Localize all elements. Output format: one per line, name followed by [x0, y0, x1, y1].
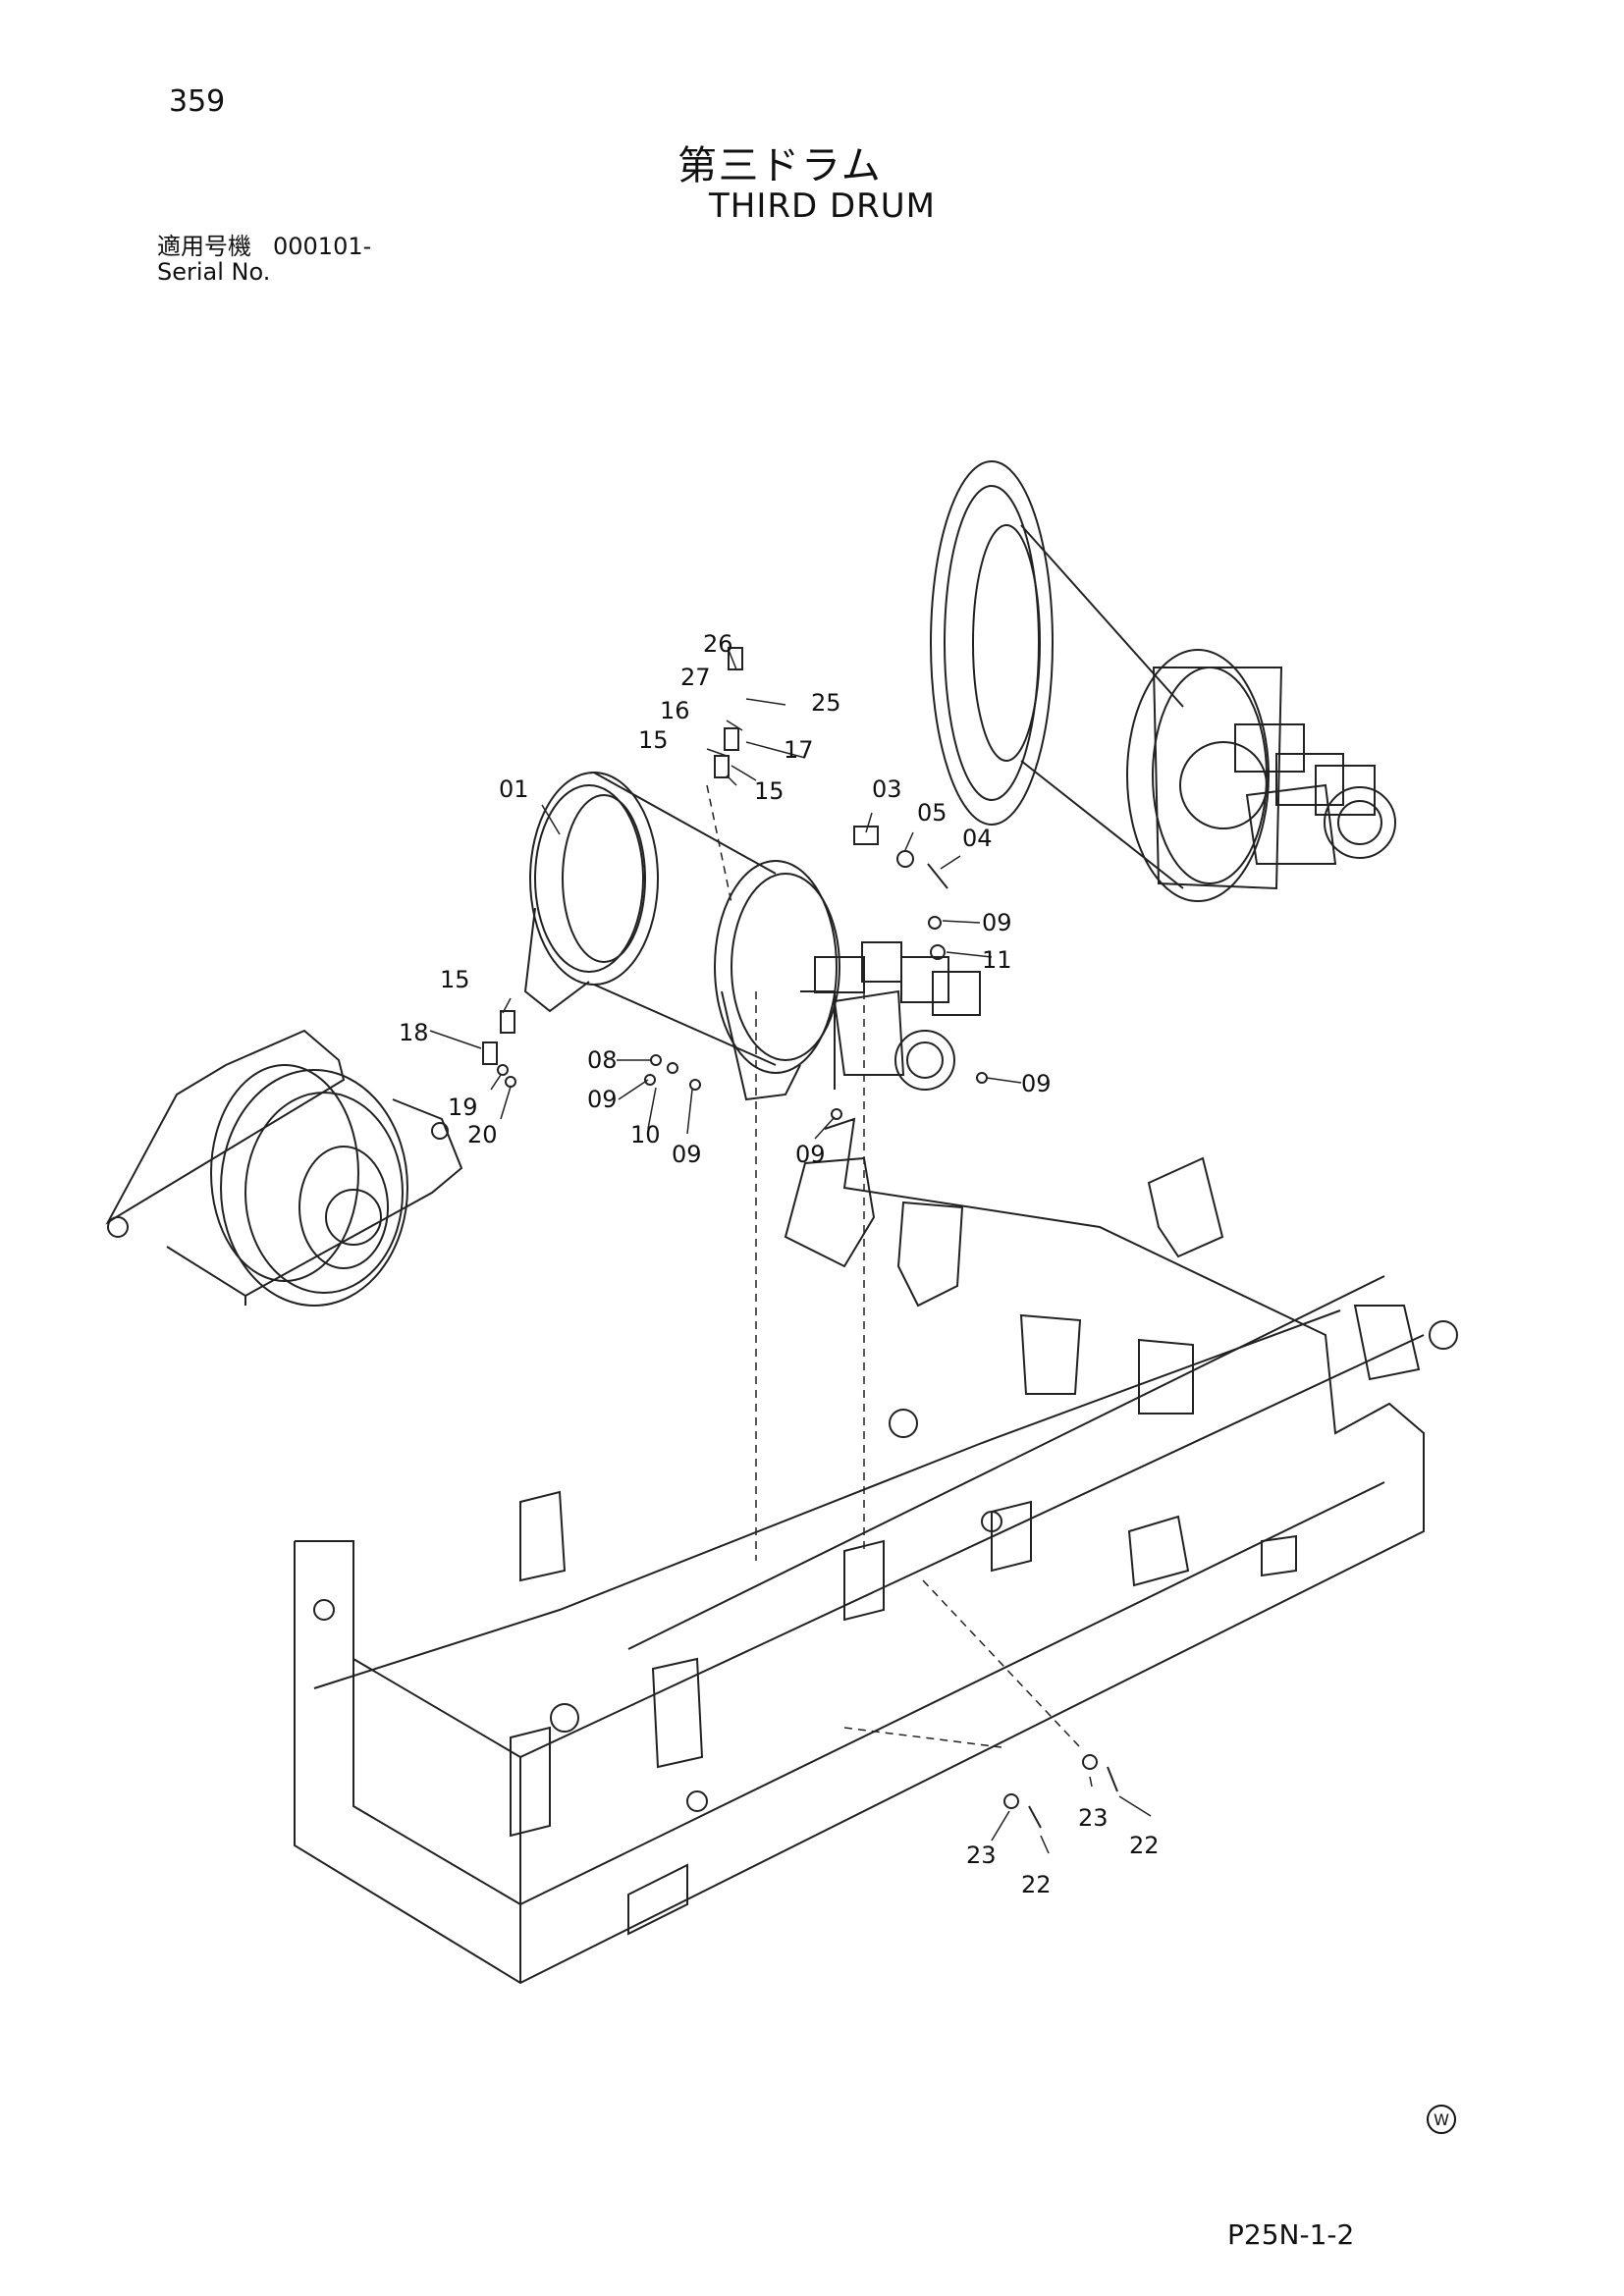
page-number: 359	[169, 84, 226, 119]
callout-27: 27	[680, 664, 711, 691]
callout-18: 18	[399, 1019, 429, 1046]
callout-08: 08	[587, 1046, 618, 1074]
callout-05: 05	[917, 799, 947, 827]
callout-15-a: 15	[638, 726, 669, 754]
callout-15-c: 15	[440, 966, 470, 993]
callouts: 26 27 25 16 17 15 15 01 03 05 04 09 11 1…	[399, 630, 1160, 1898]
callout-25: 25	[811, 689, 841, 717]
callout-26: 26	[703, 630, 733, 658]
alignment-lines	[706, 784, 1081, 1748]
callout-10: 10	[630, 1121, 661, 1148]
callout-20: 20	[467, 1121, 498, 1148]
callout-22-a: 22	[1129, 1832, 1160, 1859]
callout-09-a: 09	[982, 909, 1012, 936]
callout-17: 17	[784, 736, 814, 764]
callout-19: 19	[448, 1094, 478, 1121]
watermark-circle-w: W	[1427, 2105, 1456, 2134]
serial-number: 000101-	[273, 233, 372, 260]
frame-illustration	[294, 1117, 1458, 1985]
callout-16: 16	[660, 697, 690, 724]
callout-11: 11	[982, 946, 1012, 974]
callout-23-a: 23	[1078, 1804, 1109, 1832]
callout-03: 03	[872, 775, 902, 803]
small-parts	[482, 647, 1118, 1829]
callout-09-e: 09	[795, 1141, 826, 1168]
serial-block: 適用号機 000101- Serial No.	[157, 234, 371, 285]
callout-15-b: 15	[754, 777, 785, 805]
brake-drum-illustration	[105, 1029, 463, 1307]
leader-lines	[429, 649, 1152, 1854]
title-japanese: 第三ドラム	[677, 143, 883, 188]
drum-01-illustration	[523, 772, 981, 1101]
callout-01: 01	[499, 775, 529, 803]
callout-22-b: 22	[1021, 1871, 1052, 1898]
figure-code: P25N-1-2	[1227, 2218, 1355, 2251]
callout-23-b: 23	[966, 1842, 997, 1869]
serial-label-jp: 適用号機	[157, 233, 251, 260]
serial-label-en: Serial No.	[157, 258, 271, 286]
title-english: THIRD DRUM	[709, 187, 936, 226]
callout-09-b: 09	[1021, 1070, 1052, 1097]
callout-09-d: 09	[672, 1141, 702, 1168]
callout-09-c: 09	[587, 1086, 618, 1113]
callout-04: 04	[962, 825, 993, 852]
assembled-drum-illustration	[930, 460, 1396, 902]
